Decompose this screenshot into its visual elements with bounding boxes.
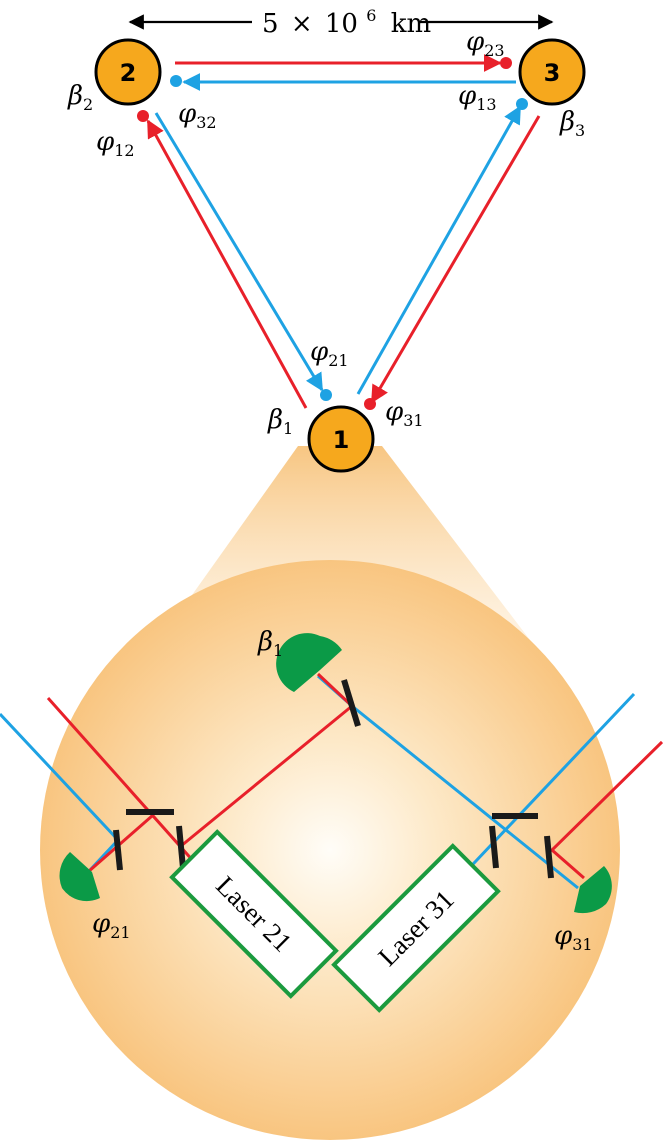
spacecraft-2-label: 2	[120, 59, 137, 87]
distance-exponent: 6	[366, 6, 376, 25]
zoom-phi21-label: φ21	[92, 909, 131, 942]
mirror-beta	[341, 679, 361, 727]
phi32-label: φ32	[178, 99, 217, 132]
phi12-label: φ12	[96, 127, 135, 160]
zoom-phi31-label: φ31	[554, 921, 593, 954]
phi21-dot	[320, 389, 332, 401]
phi13-label: φ13	[458, 81, 497, 114]
spacecraft-3: 3	[518, 38, 586, 106]
phi12-dot	[137, 110, 149, 122]
mirror-right-a	[489, 825, 499, 869]
link-2-3	[175, 54, 516, 91]
photodiode-beta	[276, 633, 342, 692]
red-beam-incoming-left	[46, 697, 205, 873]
phi13-dot	[516, 98, 528, 110]
spacecraft-1: 1	[307, 405, 375, 473]
distance-times: ×	[291, 9, 313, 39]
photodiode-left	[59, 852, 100, 902]
mirror-left-a	[113, 829, 123, 871]
phi23-label: φ23	[466, 27, 505, 60]
photodiode-right	[574, 866, 612, 914]
phi31-label: φ31	[385, 397, 424, 430]
link-1-2	[146, 112, 324, 409]
zoom-beta1-label: β1	[257, 627, 283, 660]
phi23-dot	[500, 57, 512, 69]
red-beam-to-beta	[180, 704, 353, 848]
distance-arrow: 5 × 10 6 km	[128, 0, 554, 39]
red-beam-incoming-right	[549, 740, 663, 880]
phi21-label: φ21	[310, 337, 349, 370]
beta3-label: β3	[559, 107, 585, 140]
distance-number: 5	[262, 9, 279, 39]
link-1-3	[356, 105, 541, 404]
spacecraft-2: 2	[94, 38, 162, 106]
distance-unit: km	[391, 9, 431, 39]
spacecraft-1-label: 1	[333, 426, 350, 454]
blue-beam-laser31-out	[456, 692, 636, 882]
svg-text:5 × 10 6: 5 × 10 6 km	[262, 0, 431, 39]
beta1-label: β1	[267, 405, 293, 438]
beta2-label: β2	[67, 81, 93, 114]
phi31-dot	[364, 398, 376, 410]
mirror-right-b	[544, 835, 554, 879]
spacecraft-3-label: 3	[544, 59, 561, 87]
zoom-circle	[40, 560, 620, 1140]
red-beam-beta-out	[316, 672, 354, 708]
phi32-dot	[170, 75, 182, 87]
distance-base: 10	[325, 9, 358, 39]
mirror-left-b	[176, 825, 186, 869]
